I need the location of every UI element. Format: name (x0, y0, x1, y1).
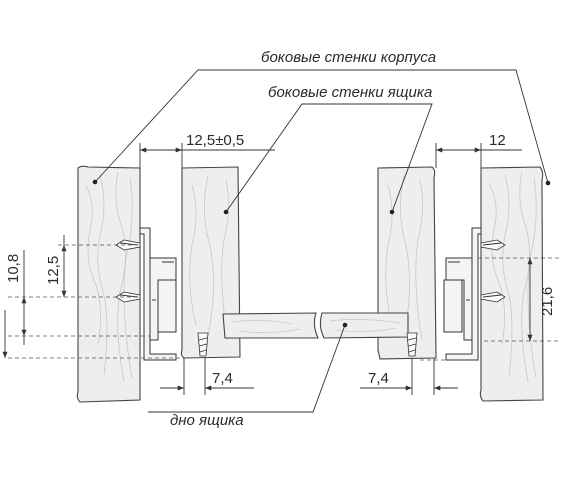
drawer-bottom-panel (222, 312, 409, 339)
dim-text-bottom-right: 7,4 (368, 370, 389, 387)
dim-text-vertical-left-outer: 10,8 (5, 254, 22, 283)
slide-rail-right (443, 227, 482, 361)
drawer-wall-right (377, 166, 437, 360)
dim-text-vertical-left-inner: 12,5 (45, 256, 62, 285)
screw-right-lower (480, 291, 506, 303)
label-drawer-bottom: дно ящика (170, 412, 244, 429)
label-drawer-walls: боковые стенки ящика (268, 84, 432, 101)
screw-right-upper (480, 239, 506, 251)
dim-bottom-left (160, 358, 254, 395)
dim-reference-lines-left (8, 244, 184, 359)
dim-text-gap-left: 12,5±0,5 (186, 132, 244, 149)
screw-left-bottom (197, 332, 209, 357)
leader-drawer-walls (223, 103, 433, 215)
dim-text-bottom-left: 7,4 (212, 370, 233, 387)
dim-bottom-right (360, 358, 458, 395)
drawer-wall-left (180, 166, 241, 359)
dim-text-vertical-right: 21,6 (539, 287, 556, 316)
dim-text-gap-right: 12 (489, 132, 506, 149)
cabinet-wall-left (76, 165, 141, 403)
cabinet-wall-right (479, 166, 544, 402)
leader-drawer-bottom (148, 322, 348, 413)
leader-cabinet-walls (92, 69, 551, 186)
dim-vertical-right (420, 257, 560, 361)
dim-gap-left (139, 143, 275, 168)
slide-rail-left (139, 227, 177, 361)
screw-right-bottom (406, 332, 418, 357)
label-cabinet-walls: боковые стенки корпуса (261, 49, 436, 66)
dim-gap-right (435, 143, 522, 168)
